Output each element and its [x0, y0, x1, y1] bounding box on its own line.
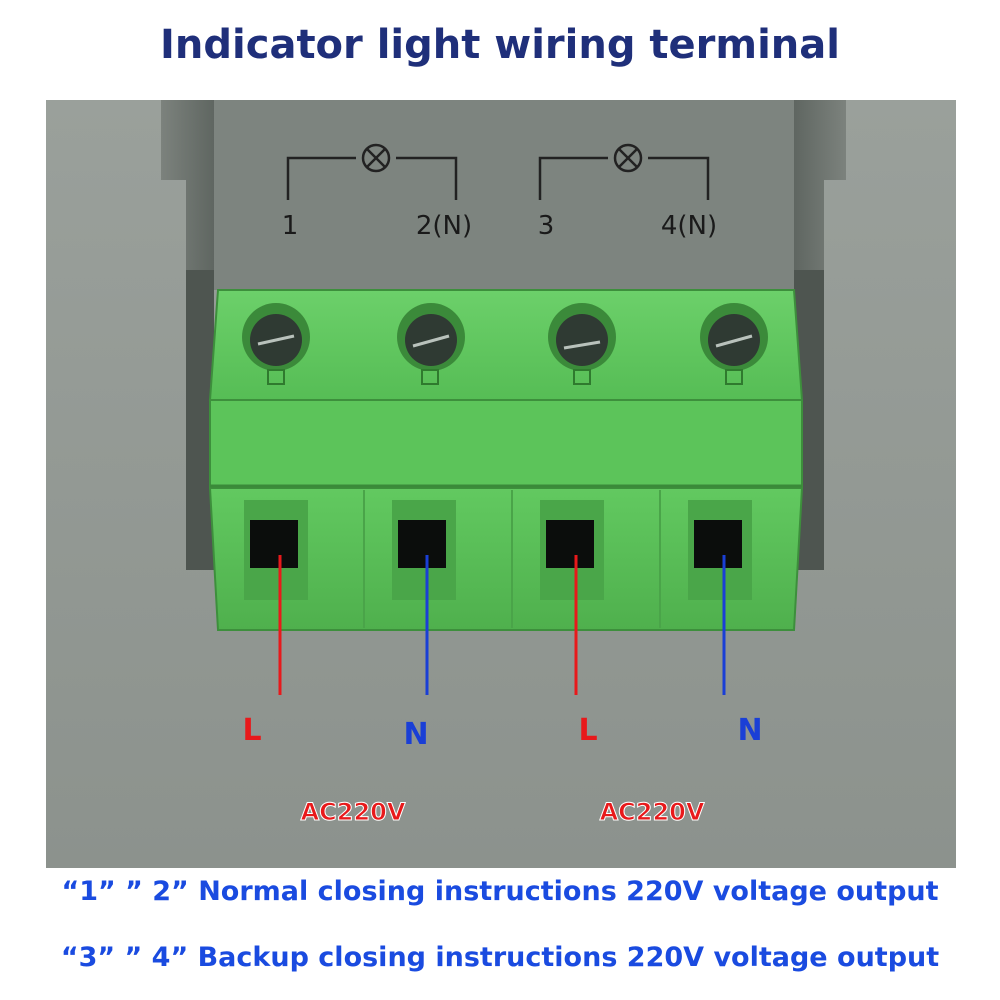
caption-backup-closing: “3” ” 4” Backup closing instructions 220… [60, 942, 940, 973]
screw-3 [548, 303, 616, 371]
wire-label-2: N [403, 717, 428, 752]
voltage-label-1: AC220V [301, 798, 406, 826]
lamp-label-2: 2(N) [416, 211, 472, 241]
screw-1 [242, 303, 310, 371]
wire-port-1 [244, 500, 308, 600]
screw-4 [700, 303, 768, 371]
caption-normal-closing: “1” ” 2” Normal closing instructions 220… [61, 876, 939, 907]
screw-marker-1 [267, 369, 285, 385]
wire-port-4 [688, 500, 752, 600]
wire-label-4: N [737, 713, 762, 748]
wire-port-3 [540, 500, 604, 600]
lamp-symbol-right [538, 143, 710, 200]
housing-recess [214, 100, 794, 290]
voltage-label-2: AC220V [600, 798, 705, 826]
wire-label-3: L [578, 713, 597, 748]
screw-marker-3 [573, 369, 591, 385]
lamp-symbol-left [286, 143, 458, 200]
lamp-label-3: 3 [538, 211, 555, 241]
lamp-label-1: 1 [282, 211, 299, 241]
page-title: Indicator light wiring terminal [160, 22, 840, 68]
wire-port-2 [392, 500, 456, 600]
terminal-photo: 1 2(N) 3 4(N) [46, 100, 956, 868]
screw-2 [397, 303, 465, 371]
wire-label-1: L [242, 713, 261, 748]
lamp-label-4: 4(N) [661, 211, 717, 241]
terminal-block [208, 289, 804, 631]
screw-marker-2 [421, 369, 439, 385]
screw-marker-4 [725, 369, 743, 385]
